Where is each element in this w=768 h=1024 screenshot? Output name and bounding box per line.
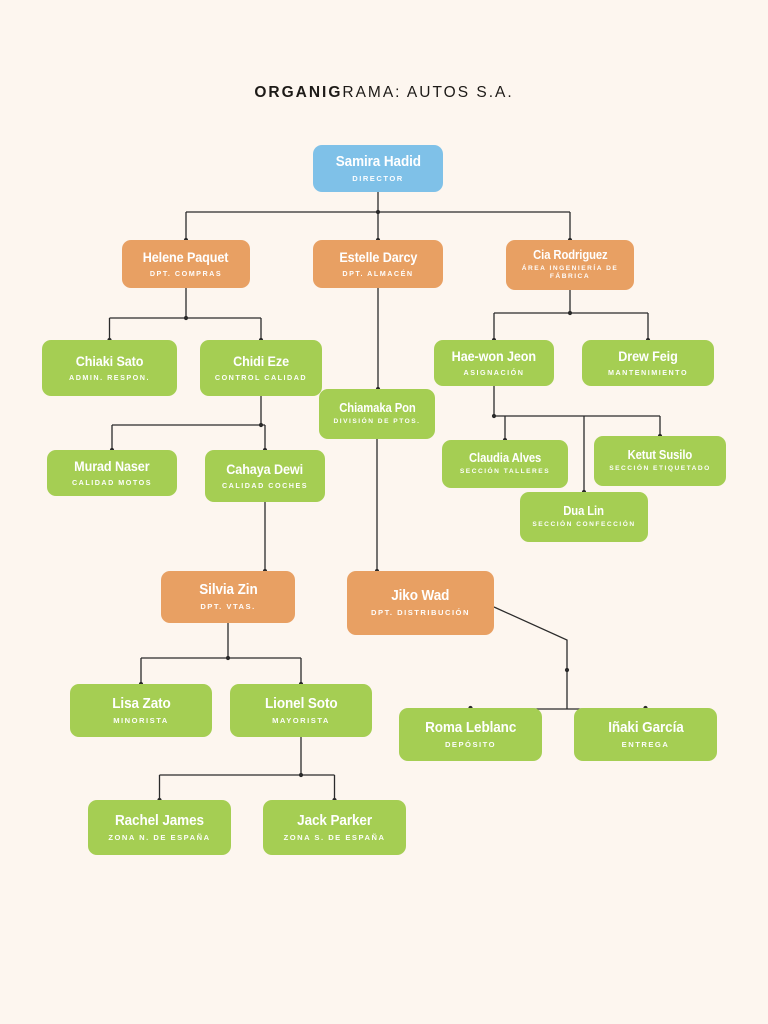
- node-role: ZONA N. DE ESPAÑA: [108, 832, 211, 842]
- node-name: Drew Feig: [618, 348, 678, 365]
- node-role: DPT. ALMACÉN: [342, 268, 414, 278]
- node-role: SECCIÓN ETIQUETADO: [609, 465, 711, 472]
- node-name: Hae-won Jeon: [451, 348, 537, 365]
- connector-endpoint: [491, 413, 497, 419]
- node-name: Estelle Darcy: [339, 249, 417, 266]
- node-name: Jack Parker: [297, 811, 372, 829]
- node-role: ENTREGA: [621, 739, 670, 749]
- page-title: ORGANIGRAMA: AUTOS S.A.: [0, 84, 768, 102]
- node-role: DIRECTOR: [352, 173, 404, 183]
- node-role: ZONA S. DE ESPAÑA: [283, 832, 386, 842]
- node-role: MINORISTA: [113, 715, 169, 725]
- title-light: RAMA: AUTOS S.A.: [342, 84, 514, 101]
- node-role: DPT. VTAS.: [200, 602, 256, 612]
- connector-endpoint: [564, 667, 570, 673]
- node-name: Roma Leblanc: [424, 718, 517, 736]
- node-name: Dua Lin: [563, 503, 605, 518]
- connector-endpoint: [298, 772, 304, 778]
- node-role: CALIDAD MOTOS: [71, 477, 153, 487]
- node-role: DPT. COMPRAS: [149, 268, 223, 278]
- title-bold: ORGANIG: [254, 84, 343, 101]
- node-role: ÁREA INGENIERÍA DE FÁBRICA: [521, 264, 619, 281]
- node-role: DEPÓSITO: [444, 739, 497, 749]
- connector-endpoint: [375, 209, 381, 215]
- node-name: Chiamaka Pon: [338, 400, 416, 415]
- node-role: CALIDAD COCHES: [221, 480, 309, 490]
- node-name: Cahaya Dewi: [226, 461, 304, 478]
- node-role: ADMIN. RESPON.: [69, 372, 150, 382]
- connector-endpoint: [567, 310, 573, 316]
- node-role: MANTENIMIENTO: [607, 367, 689, 377]
- node-name: Claudia Alves: [468, 450, 542, 465]
- node-name: Murad Naser: [74, 458, 150, 475]
- node-name: Chiaki Sato: [75, 353, 144, 370]
- node-name: Rachel James: [115, 811, 204, 829]
- node-role: DIVISIÓN DE PTOS.: [333, 418, 421, 425]
- node-name: Chidi Eze: [233, 353, 289, 370]
- node-name: Helene Paquet: [143, 249, 229, 266]
- connector: [493, 606, 568, 670]
- node-role: ASIGNACIÓN: [463, 367, 525, 377]
- node-name: Cia Rodriguez: [532, 247, 608, 262]
- node-name: Ketut Susilo: [627, 447, 693, 462]
- node-name: Iñaki García: [607, 718, 684, 736]
- connector-endpoint: [258, 422, 264, 428]
- node-role: MAYORISTA: [272, 715, 330, 725]
- node-role: SECCIÓN CONFECCIÓN: [532, 521, 636, 528]
- node-name: Silvia Zin: [198, 581, 258, 599]
- node-name: Samira Hadid: [335, 152, 421, 170]
- connector-endpoint: [183, 315, 189, 321]
- node-role: CONTROL CALIDAD: [214, 372, 308, 382]
- node-name: Lionel Soto: [264, 694, 338, 712]
- connector-endpoint: [225, 655, 231, 661]
- node-role: SECCIÓN TALLERES: [459, 468, 551, 475]
- node-role: DPT. DISTRIBUCIÓN: [371, 608, 470, 618]
- node-name: Lisa Zato: [111, 694, 171, 712]
- node-name: Jiko Wad: [391, 587, 450, 605]
